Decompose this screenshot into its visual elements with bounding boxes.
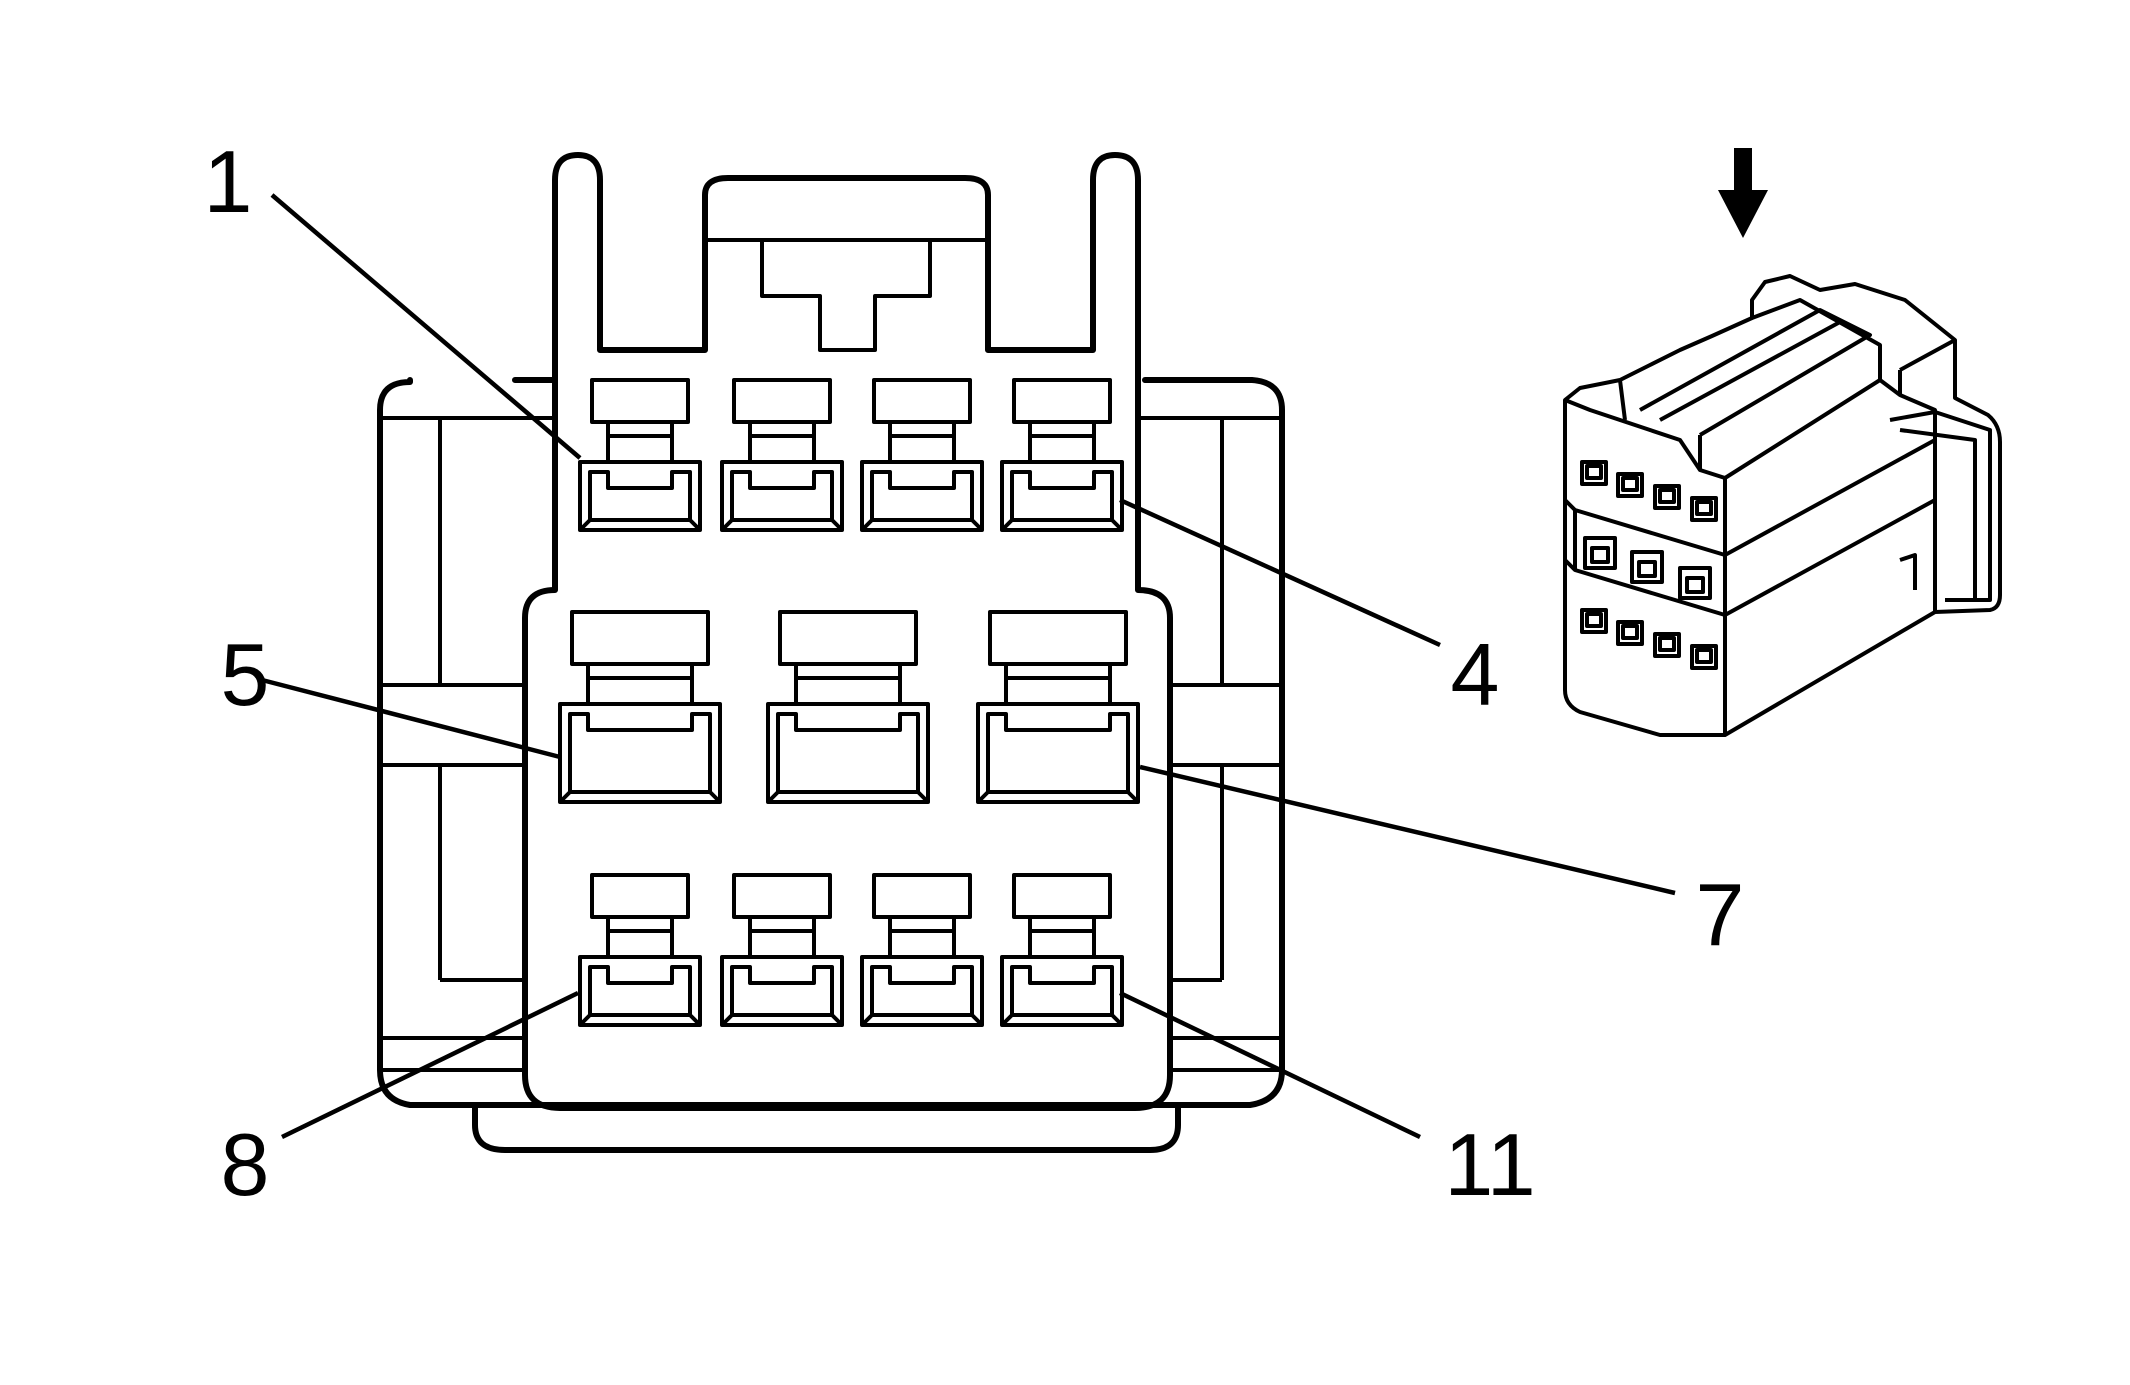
cavity-1 — [578, 378, 702, 532]
pin-label-8: 8 — [221, 1115, 270, 1214]
leader-line-5 — [261, 677, 561, 760]
cavity-7 — [976, 610, 1140, 804]
connector-isometric-icon — [1563, 274, 2002, 737]
cavity-2 — [720, 378, 844, 532]
cavity-5 — [558, 610, 722, 804]
pin-label-7: 7 — [1696, 865, 1745, 964]
cavity-6 — [766, 610, 930, 804]
connector-housing — [377, 152, 1285, 1153]
pin-label-5: 5 — [221, 625, 270, 724]
cavity-11 — [1000, 873, 1124, 1027]
pin-label-11: 11 — [1444, 1115, 1535, 1214]
cavity-10 — [860, 873, 984, 1027]
cavity-3 — [860, 378, 984, 532]
leader-line-4 — [1119, 497, 1441, 648]
leader-line-7 — [1139, 764, 1676, 896]
leader-line-1 — [270, 193, 582, 460]
terminal-cavities — [558, 378, 1140, 1027]
down-arrow-icon — [1718, 148, 1768, 238]
cavity-4 — [1000, 378, 1124, 532]
leader-line-8 — [281, 990, 579, 1140]
pin-labels: 1 4 5 7 8 11 — [204, 132, 1745, 1214]
leader-line-11 — [1119, 990, 1421, 1140]
leader-lines — [261, 193, 1676, 1140]
pin-label-1: 1 — [204, 132, 253, 231]
cavity-9 — [720, 873, 844, 1027]
pin-label-4: 4 — [1451, 625, 1500, 724]
cavity-8 — [578, 873, 702, 1027]
